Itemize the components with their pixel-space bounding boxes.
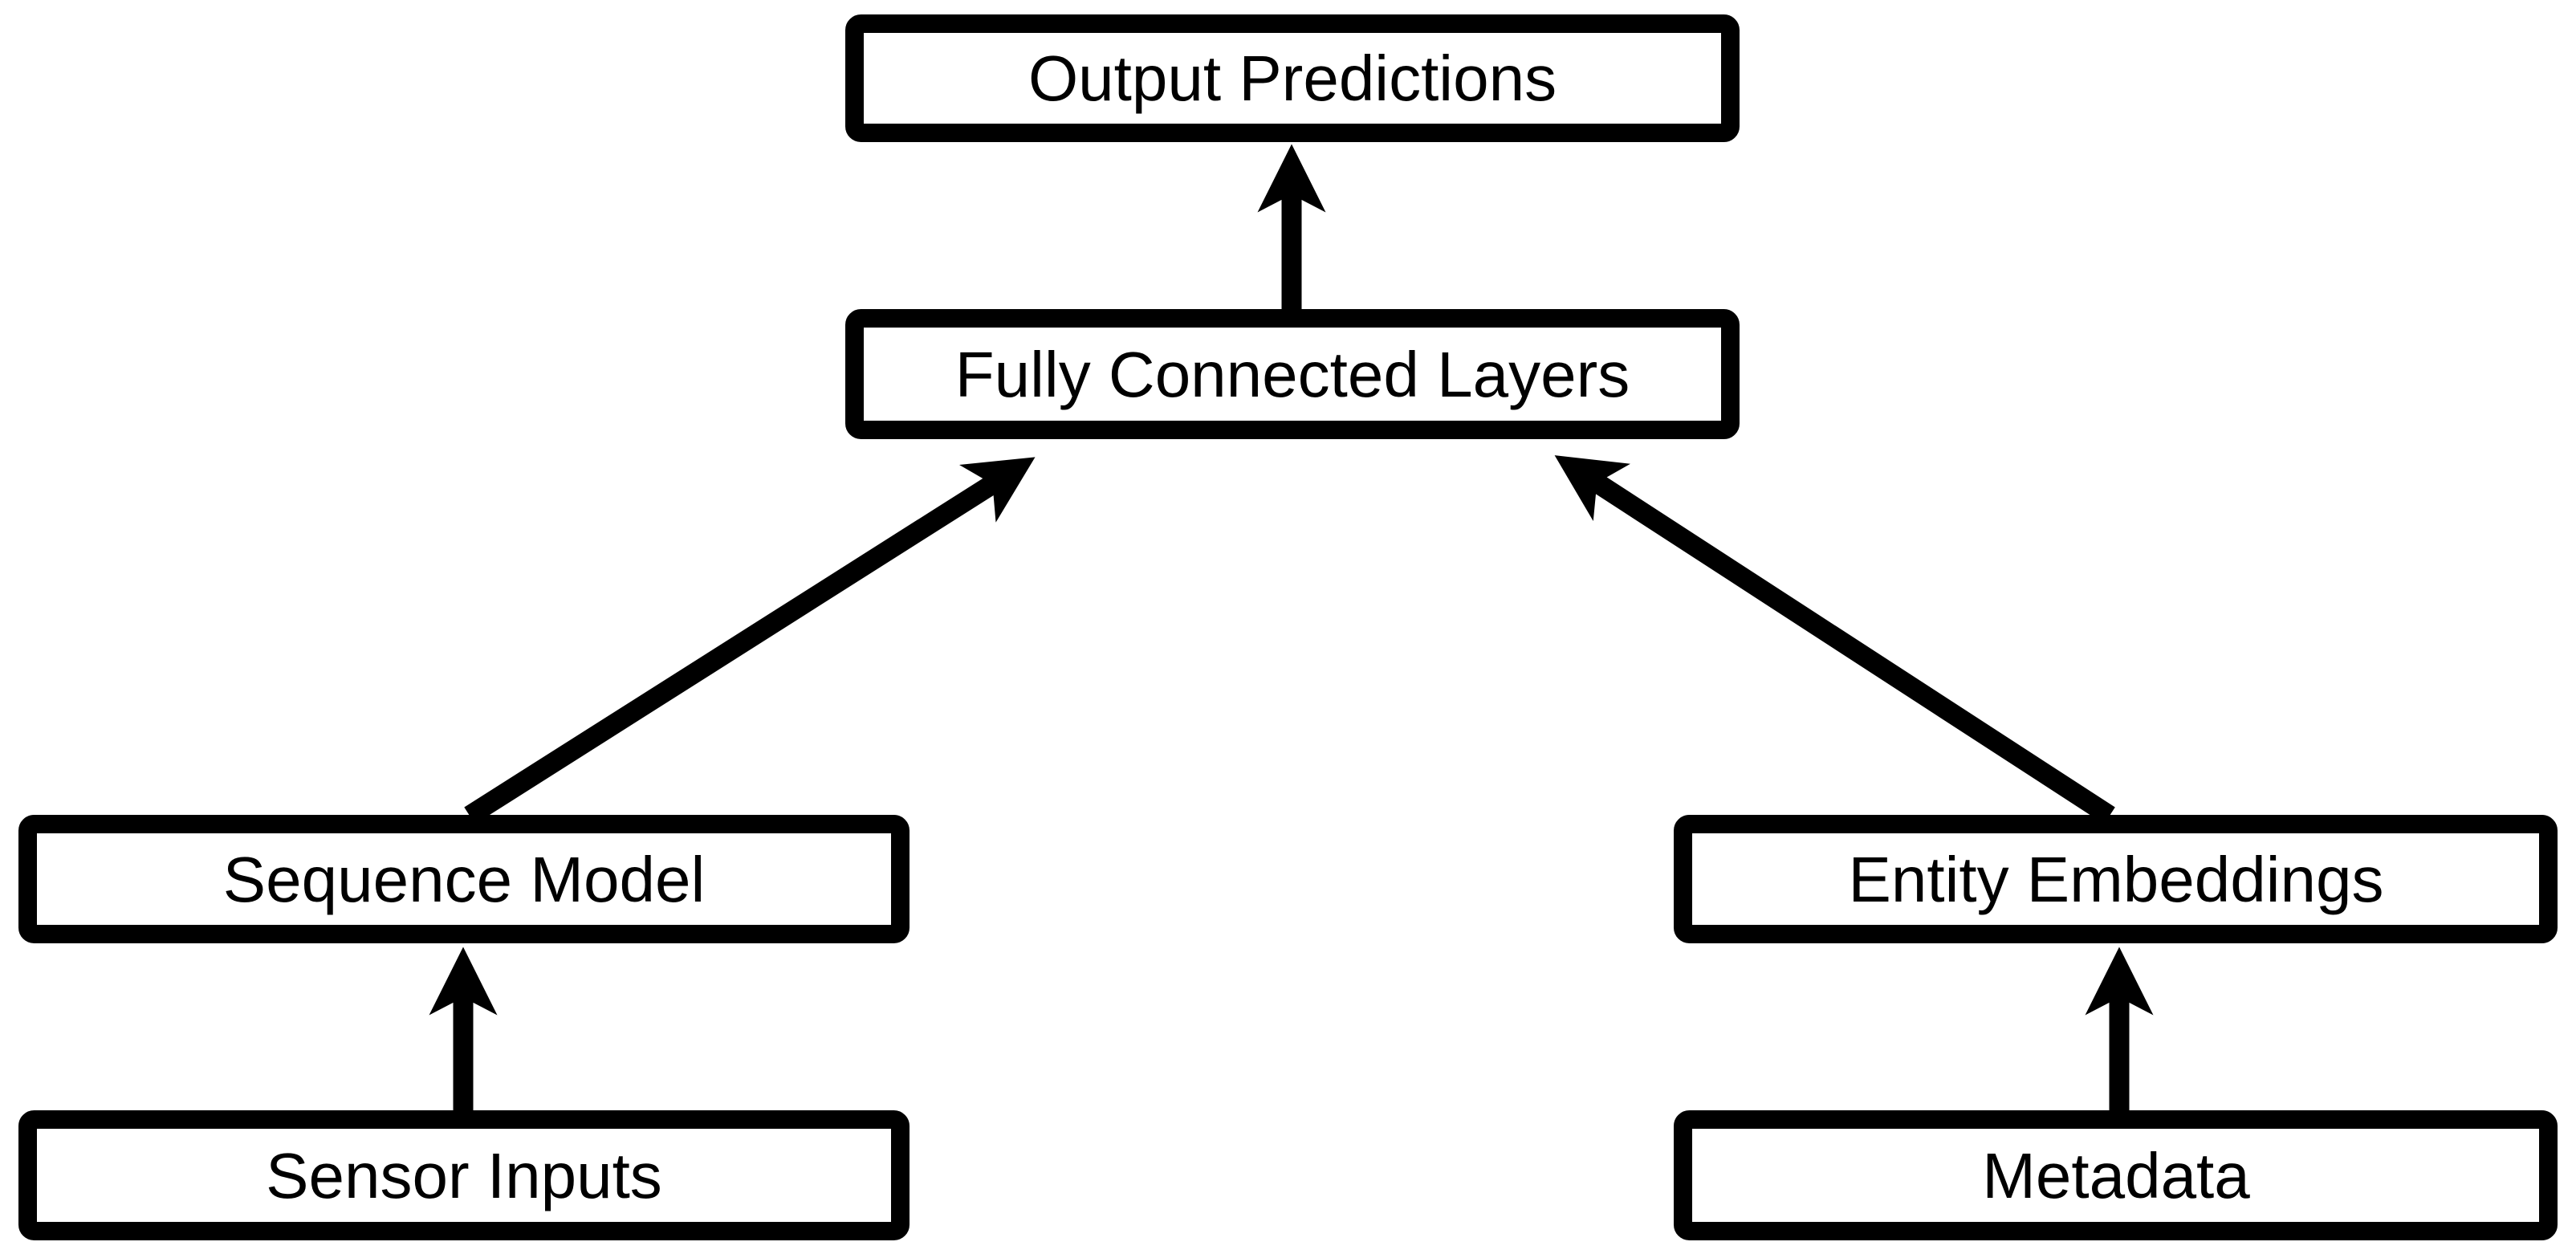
- node-box-metadata: [1674, 1110, 2558, 1240]
- node-group: Output Predictions Fully Connected Layer…: [18, 14, 2558, 1240]
- node-output-predictions: Output Predictions: [845, 14, 1740, 142]
- node-fully-connected-layers: Fully Connected Layers: [845, 309, 1740, 439]
- node-box-entity-embeddings: [1674, 815, 2558, 943]
- edge-group: [429, 144, 2154, 1116]
- node-sequence-model: Sequence Model: [18, 815, 910, 943]
- node-label-sensor-inputs: Sensor Inputs: [266, 1140, 662, 1211]
- node-label-sequence-model: Sequence Model: [223, 844, 705, 915]
- node-label-metadata: Metadata: [1982, 1140, 2250, 1211]
- node-box-sequence-model: [18, 815, 910, 943]
- node-label-output-predictions: Output Predictions: [1028, 43, 1557, 114]
- node-box-fully-connected-layers: [845, 309, 1740, 439]
- node-label-fully-connected-layers: Fully Connected Layers: [955, 339, 1630, 410]
- node-metadata: Metadata: [1674, 1110, 2558, 1240]
- node-entity-embeddings: Entity Embeddings: [1674, 815, 2558, 943]
- node-label-entity-embeddings: Entity Embeddings: [1848, 844, 2383, 915]
- edge-sequence-model-to-fully-connected-layers: [464, 457, 1036, 824]
- node-box-output-predictions: [845, 14, 1740, 142]
- node-box-sensor-inputs: [18, 1110, 910, 1240]
- edge-entity-embeddings-to-fully-connected-layers: [1554, 455, 2115, 824]
- node-sensor-inputs: Sensor Inputs: [18, 1110, 910, 1240]
